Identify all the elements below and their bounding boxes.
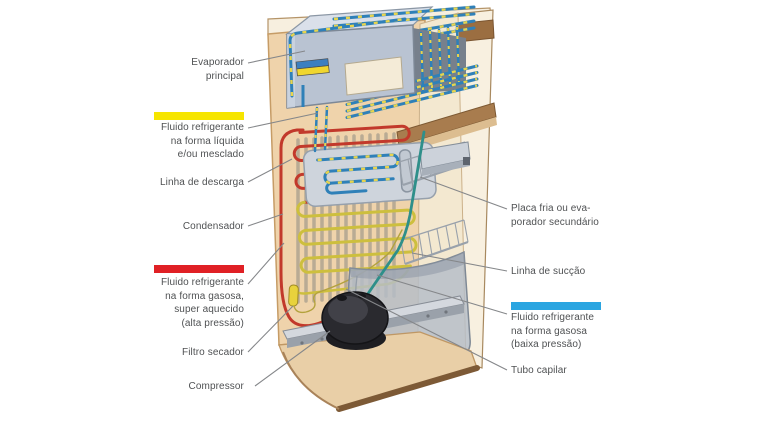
base bbox=[278, 331, 480, 412]
leader-lines bbox=[247, 50, 508, 387]
compressor-unit bbox=[321, 291, 389, 350]
rail-screw bbox=[300, 341, 304, 345]
shelf-back-rail bbox=[400, 219, 465, 241]
compressor-fitting bbox=[358, 293, 366, 299]
rail-screw bbox=[320, 337, 324, 341]
main-evaporator bbox=[285, 5, 479, 153]
label-linha-descarga: Linha de descarga bbox=[160, 177, 244, 188]
light-front bbox=[422, 159, 470, 176]
shelf-wires bbox=[400, 219, 469, 265]
label-tubo-capilar: Tubo capilar bbox=[511, 365, 567, 376]
label-fluido-gasoso-baixa: Fluido refrigerante na forma gasosa (bai… bbox=[511, 312, 595, 350]
discharge-line bbox=[279, 128, 334, 328]
condenser-yellow-coil bbox=[296, 200, 418, 274]
legend-bar-blue bbox=[511, 302, 601, 310]
compressor-fitting bbox=[337, 295, 347, 301]
light-fixture bbox=[419, 141, 471, 176]
label-linha-succao: Linha de sucção bbox=[511, 266, 586, 277]
label-placa-fria: Placa fria ou eva- porador secundário bbox=[511, 203, 599, 228]
liquid-drop-tubes-blue bbox=[313, 105, 329, 153]
cold-plate-slot bbox=[398, 149, 414, 193]
evaporator-rim-tube-dashes bbox=[288, 17, 406, 97]
label-fluido-liquido: Fluido refrigerante na forma líquida e/o… bbox=[160, 122, 244, 160]
evaporator-opening bbox=[344, 56, 404, 96]
freezer-wall-tubes-dashes bbox=[420, 26, 460, 91]
label-compressor: Compressor bbox=[188, 381, 244, 392]
base-left-curve bbox=[282, 351, 340, 410]
condenser-fins bbox=[296, 132, 396, 304]
rail-screw bbox=[426, 314, 430, 318]
cold-plate-coil-dashes bbox=[317, 153, 400, 185]
light-end-cap bbox=[463, 157, 470, 165]
label-evaporador-principal: Evaporador principal bbox=[191, 57, 244, 82]
label-fluido-gasoso-alta: Fluido refrigerante na forma gasosa, sup… bbox=[160, 277, 244, 329]
cold-plate bbox=[302, 141, 437, 208]
legend-bar-red bbox=[154, 265, 244, 273]
rail-screw bbox=[444, 310, 448, 314]
badge-yellow-stripe bbox=[296, 65, 330, 77]
label-filtro-secador: Filtro secador bbox=[182, 347, 244, 358]
legend-bar-yellow bbox=[154, 112, 244, 120]
base-bottom-edge bbox=[336, 365, 480, 412]
crisper-rim-shadow bbox=[350, 252, 465, 280]
evaporator-badge bbox=[295, 58, 330, 77]
compressor-highlight bbox=[328, 296, 368, 324]
filter-dryer bbox=[288, 284, 299, 307]
wire-shelf-lower bbox=[400, 219, 469, 266]
label-condensador: Condensador bbox=[182, 221, 244, 232]
suction-line bbox=[363, 130, 426, 300]
shelf-front-rail bbox=[404, 240, 469, 266]
